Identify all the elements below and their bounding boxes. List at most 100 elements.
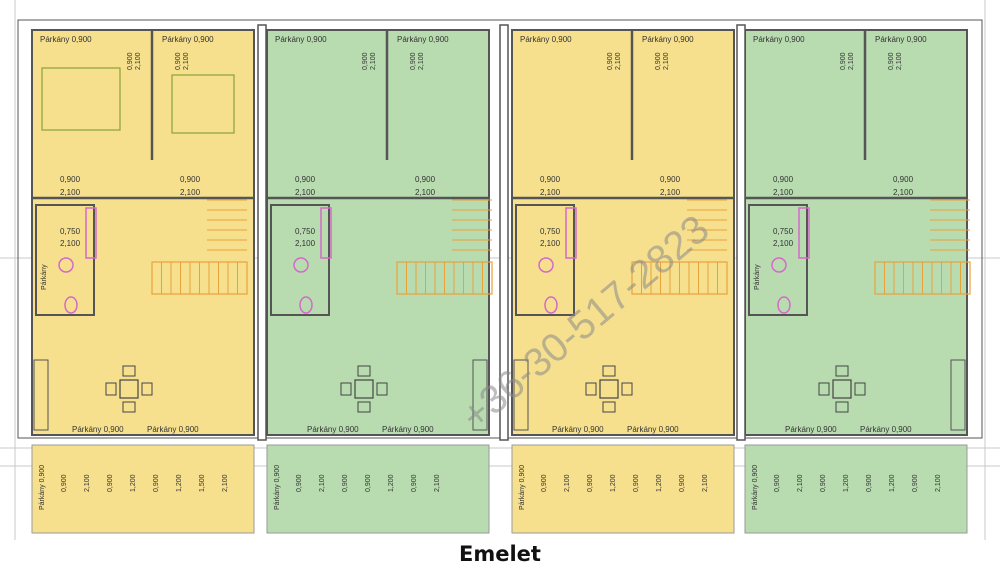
- dining-table-icon: [119, 379, 139, 399]
- window-sill-label: Párkány 0,900: [860, 425, 912, 434]
- door-dim-label: 0,900: [773, 175, 794, 184]
- terrace-dim-label: 2,100: [564, 474, 571, 492]
- terrace-dim-label: 0,900: [866, 474, 873, 492]
- terrace-dim-label: 0,900: [296, 474, 303, 492]
- chair-icon: [376, 382, 388, 396]
- terrace-dim-label: 2,100: [434, 474, 441, 492]
- kitchen-counter: [33, 359, 49, 431]
- terrace-dim-label: 1,200: [843, 474, 850, 492]
- bathtub: [85, 207, 97, 259]
- sink-icon: [293, 257, 309, 273]
- terrace-dim-label: 1,200: [388, 474, 395, 492]
- terrace-dim-label: 2,100: [222, 474, 229, 492]
- door-dim-label: 2,100: [773, 188, 794, 197]
- door-dim-label: 2,100: [295, 239, 316, 248]
- bathroom: [35, 204, 95, 316]
- door-dim-label: 2,100: [295, 188, 316, 197]
- chair-icon: [122, 365, 136, 377]
- door-dim-label: 0,900: [295, 175, 316, 184]
- window-dim-label: 0,900: [175, 52, 182, 70]
- chair-icon: [602, 401, 616, 413]
- window-dim-label: 2,100: [135, 52, 142, 70]
- sink-icon: [58, 257, 74, 273]
- window-dim-label: 2,100: [848, 52, 855, 70]
- terrace: [511, 444, 735, 534]
- terrace-dim-label: 1,200: [130, 474, 137, 492]
- staircase: [151, 199, 248, 295]
- terrace-dim-label: 0,900: [541, 474, 548, 492]
- toilet-icon: [64, 296, 78, 314]
- bathtub: [565, 207, 577, 259]
- door-dim-label: 0,900: [60, 175, 81, 184]
- terrace-dim-label: 0,900: [774, 474, 781, 492]
- party-wall: [499, 24, 509, 441]
- dining-table-icon: [354, 379, 374, 399]
- window-dim-label: 0,900: [362, 52, 369, 70]
- kitchen-counter: [513, 359, 529, 431]
- door-dim-label: 0,750: [295, 227, 316, 236]
- terrace-dim-label: 1,200: [176, 474, 183, 492]
- window-sill-label: Párkány 0,900: [40, 35, 92, 44]
- sink-icon: [771, 257, 787, 273]
- window-dim-label: 2,100: [663, 52, 670, 70]
- double-bed-icon: [41, 67, 121, 131]
- unit-1: [31, 29, 255, 534]
- window-sill-label: Párkány 0,900: [627, 425, 679, 434]
- window-sill-label: Párkány 0,900: [397, 35, 449, 44]
- door-dim-label: 0,900: [180, 175, 201, 184]
- window-dim-label: 2,100: [896, 52, 903, 70]
- party-wall: [257, 24, 267, 441]
- chair-icon: [105, 382, 117, 396]
- chair-icon: [835, 401, 849, 413]
- dining-table-icon: [832, 379, 852, 399]
- door-dim-label: 2,100: [180, 188, 201, 197]
- window-sill-label: Párkány 0,900: [752, 465, 759, 510]
- window-dim-label: 0,900: [840, 52, 847, 70]
- chair-icon: [585, 382, 597, 396]
- bathtub: [320, 207, 332, 259]
- chair-icon: [122, 401, 136, 413]
- terrace-dim-label: 1,200: [610, 474, 617, 492]
- terrace: [266, 444, 490, 534]
- terrace-dim-label: 2,100: [797, 474, 804, 492]
- kitchen-counter: [472, 359, 488, 431]
- bathroom: [270, 204, 330, 316]
- door-dim-label: 2,100: [660, 188, 681, 197]
- window-dim-label: 0,900: [888, 52, 895, 70]
- terrace-dim-label: 0,900: [365, 474, 372, 492]
- staircase: [396, 199, 493, 295]
- door-dim-label: 0,750: [540, 227, 561, 236]
- bathroom: [748, 204, 808, 316]
- window-sill-label: Párkány 0,900: [162, 35, 214, 44]
- dining-table-icon: [599, 379, 619, 399]
- door-dim-label: 2,100: [60, 188, 81, 197]
- chair-icon: [602, 365, 616, 377]
- door-dim-label: 2,100: [893, 188, 914, 197]
- terrace-dim-label: 0,900: [61, 474, 68, 492]
- door-dim-label: 0,900: [893, 175, 914, 184]
- double-bed-icon: [171, 74, 235, 134]
- window-sill-label: Párkány 0,900: [520, 35, 572, 44]
- door-dim-label: 2,100: [773, 239, 794, 248]
- window-sill-label: Párkány 0,900: [72, 425, 124, 434]
- door-dim-label: 2,100: [60, 239, 81, 248]
- terrace-dim-label: 2,100: [702, 474, 709, 492]
- window-sill-label: Párkány 0,900: [382, 425, 434, 434]
- window-dim-label: 2,100: [183, 52, 190, 70]
- terrace: [744, 444, 968, 534]
- window-sill-label: Párkány 0,900: [39, 465, 46, 510]
- chair-icon: [621, 382, 633, 396]
- staircase: [874, 199, 971, 295]
- window-dim-label: 2,100: [418, 52, 425, 70]
- unit-2: [266, 29, 493, 534]
- terrace: [31, 444, 255, 534]
- window-sill-label: Párkány 0,900: [519, 465, 526, 510]
- window-sill-label: Párkány: [41, 264, 48, 290]
- terrace-dim-label: 0,900: [342, 474, 349, 492]
- window-dim-label: 0,900: [655, 52, 662, 70]
- chair-icon: [340, 382, 352, 396]
- window-sill-label: Párkány 0,900: [147, 425, 199, 434]
- window-dim-label: 0,900: [410, 52, 417, 70]
- party-wall: [736, 24, 746, 441]
- staircase: [631, 199, 728, 295]
